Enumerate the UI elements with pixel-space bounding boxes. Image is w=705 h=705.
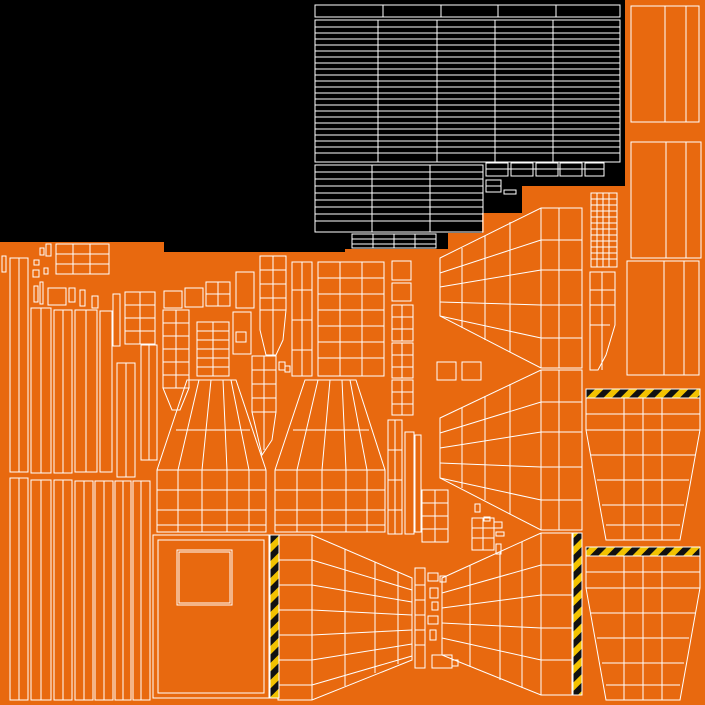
top-table-main bbox=[314, 4, 621, 249]
small-pieces-top-left bbox=[1, 243, 291, 457]
hazard-strip-vertical-left bbox=[269, 534, 280, 699]
funnel-bottom-left bbox=[277, 534, 413, 701]
center-top-panels bbox=[291, 260, 482, 416]
funnel-middle bbox=[439, 369, 583, 531]
funnel-upper bbox=[439, 207, 583, 369]
center-strips bbox=[387, 419, 505, 669]
hazard-strip-mid-right bbox=[585, 546, 701, 557]
hazard-strip-vertical-right bbox=[572, 532, 583, 696]
trapezoid-left bbox=[156, 379, 267, 533]
trapezoid-mid bbox=[274, 379, 386, 533]
hazard-strip-top-right bbox=[585, 388, 701, 399]
right-panel-stack bbox=[589, 5, 702, 376]
left-strips bbox=[9, 257, 158, 701]
square-panel-block bbox=[152, 534, 270, 699]
